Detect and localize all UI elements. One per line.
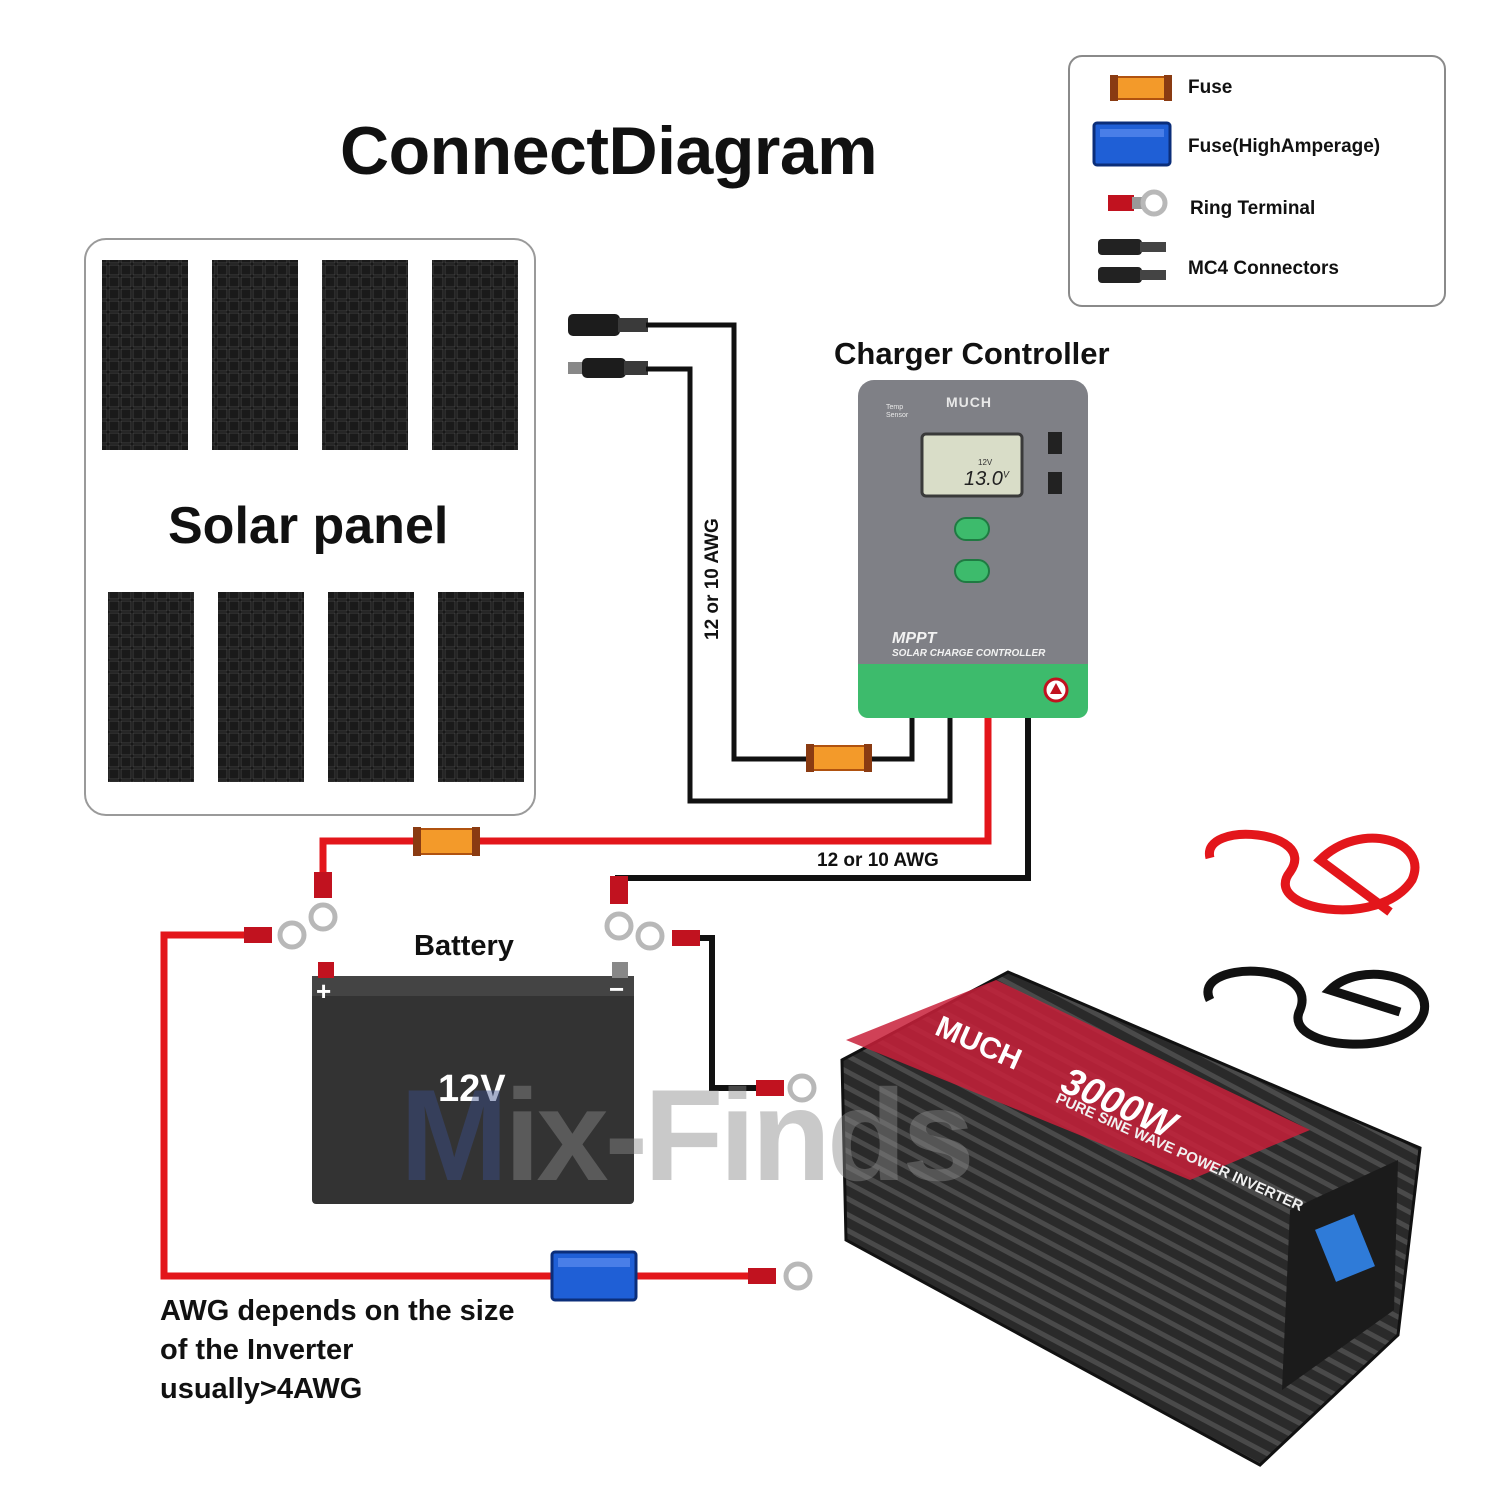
legend-mc4-label: MC4 Connectors <box>1188 258 1339 279</box>
solar-panel-label: Solar panel <box>168 497 449 555</box>
watermark: Mix-Finds <box>400 1062 975 1208</box>
red-wires <box>160 718 992 1280</box>
pv-wires <box>646 322 953 804</box>
legend-icons <box>1092 75 1172 283</box>
battery <box>312 962 634 1204</box>
ring-terminal-icon <box>1108 189 1168 217</box>
charge-controller-subtitle: SOLAR CHARGE CONTROLLER <box>892 648 1046 659</box>
diagram-title: ConnectDiagram <box>340 113 878 189</box>
mppt-label: MPPT <box>892 630 937 647</box>
ring-terminals <box>244 872 817 1291</box>
awg-note-line-1: AWG depends on the size <box>160 1295 515 1327</box>
legend-fuse-label: Fuse <box>1188 77 1233 98</box>
panel-mc4-connectors <box>568 314 648 378</box>
battery-plus-terminal: + <box>316 976 332 1006</box>
temp-sensor-label: Temp Sensor <box>886 404 909 419</box>
charge-controller <box>858 380 1088 718</box>
awg-note-line-2: of the Inverter <box>160 1334 354 1366</box>
fuse-icon <box>1110 75 1172 101</box>
battery-wire-gauge-label: 12 or 10 AWG <box>817 850 939 871</box>
mc4-connector-icon <box>1098 239 1166 283</box>
battery-voltage: 12V <box>438 1068 506 1110</box>
inverter <box>840 970 1422 1467</box>
awg-note-line-3: usually>4AWG <box>160 1373 363 1405</box>
solar-modules-top <box>102 260 518 450</box>
lcd-voltage-label: 12V <box>978 458 993 467</box>
legend-ring-terminal-label: Ring Terminal <box>1190 198 1316 219</box>
battery-minus-terminal: − <box>609 974 625 1004</box>
solar-modules-bottom <box>108 592 524 782</box>
charge-controller-label: Charger Controller <box>834 336 1110 371</box>
legend-high-amp-fuse-label: Fuse(HighAmperage) <box>1188 136 1381 157</box>
high-amperage-fuse-icon <box>1092 121 1172 167</box>
pv-fuse-icon <box>806 744 872 772</box>
inverter-high-amperage-fuse-icon <box>550 1250 638 1302</box>
legend: Fuse Fuse(HighAmperage) Ring Terminal MC… <box>1068 55 1446 307</box>
battery-label: Battery <box>414 930 514 962</box>
charge-controller-brand: MUCH <box>946 394 992 410</box>
pv-wire-gauge-label: 12 or 10 AWG <box>702 518 723 640</box>
awg-note: AWG depends on the size of the Inverter … <box>160 1292 515 1409</box>
cable-accessories <box>1203 829 1429 1049</box>
lcd-reading: 13.0V <box>964 468 1009 490</box>
battery-fuse-icon <box>413 827 480 856</box>
